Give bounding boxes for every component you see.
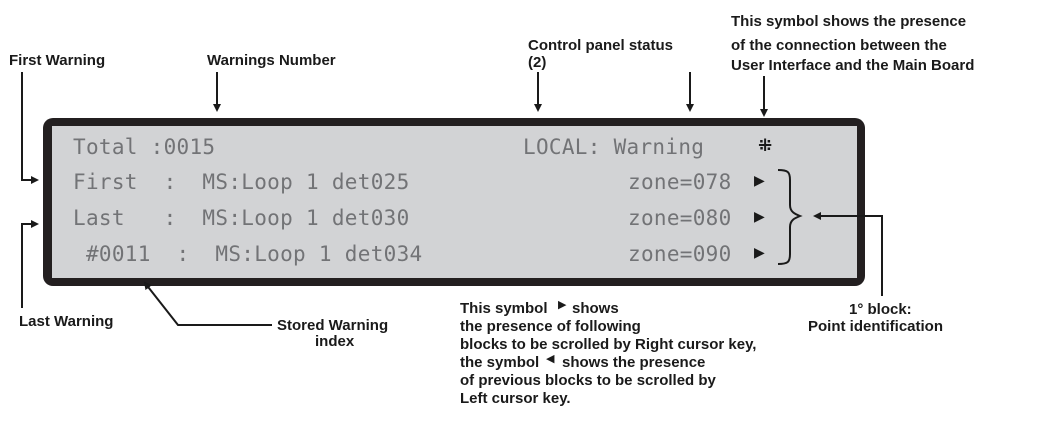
connection-symbol-note-line1: This symbol shows the presence	[731, 13, 967, 30]
scroll-note-line2: the presence of following	[460, 318, 641, 335]
stored-warning-index-label-line1: Stored Warning	[277, 317, 389, 334]
zone-brace	[777, 169, 803, 265]
block-arrow	[813, 212, 883, 296]
stored-index-arrow	[143, 281, 272, 326]
block-label-line1: 1° block:	[849, 301, 912, 318]
first-warning-arrow	[21, 72, 39, 184]
right-scroll-icon: ▶	[754, 209, 765, 225]
lcd-row2-zone: zone=078	[628, 170, 732, 194]
control-panel-status-label-line1: Control panel status	[528, 37, 674, 54]
scroll-note-line1a: This symbol	[460, 300, 548, 317]
lcd-row1-total: Total :0015	[73, 135, 216, 159]
lcd-row4-zone: zone=090	[628, 242, 732, 266]
warnings-number-label: Warnings Number	[207, 52, 336, 69]
scroll-note-line4a: the symbol	[460, 354, 540, 371]
lcd-row1-status: LOCAL: Warning	[523, 135, 705, 159]
last-warning-label: Last Warning	[19, 313, 114, 330]
lcd-row3-zone: zone=080	[628, 206, 732, 230]
lcd-row2-first: First : MS:Loop 1 det025	[73, 170, 410, 194]
right-scroll-icon: ▶	[754, 245, 765, 261]
lcd-row3-last: Last : MS:Loop 1 det030	[73, 206, 410, 230]
lcd-screen	[52, 126, 857, 278]
scroll-note-line1b: shows	[572, 300, 619, 317]
scroll-note-line6: Left cursor key.	[460, 390, 571, 407]
right-scroll-icon: ▶	[754, 173, 765, 189]
lcd-row4-stored: #0011 : MS:Loop 1 det034	[73, 242, 423, 266]
last-warning-arrow	[21, 220, 39, 308]
scroll-note-line4b: shows the presence	[562, 354, 706, 371]
right-scroll-icon: ▶	[558, 298, 567, 311]
connection-symbol-note-line3: User Interface and the Main Board	[731, 57, 975, 74]
connection-icon: ⁜	[758, 136, 773, 156]
scroll-note-line5: of previous blocks to be scrolled by	[460, 372, 716, 389]
block-label-line2: Point identification	[808, 318, 943, 335]
scroll-note-line3: blocks to be scrolled by Right cursor ke…	[460, 336, 757, 353]
first-warning-label: First Warning	[9, 52, 106, 69]
control-panel-status-label-line2: (2)	[528, 54, 547, 71]
stored-warning-index-label-line2: index	[315, 333, 355, 350]
connection-symbol-note-line2: of the connection between the	[731, 37, 947, 54]
left-scroll-icon: ◀	[546, 352, 555, 365]
